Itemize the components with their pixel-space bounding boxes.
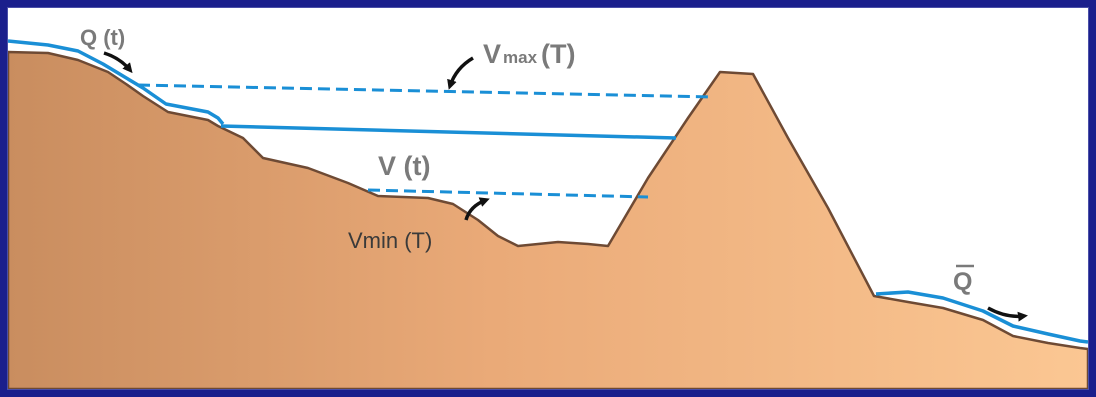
outflow-arrow [987,306,1028,322]
vmax-level-line [137,83,714,99]
outflow-label: Q [953,268,972,296]
water-surface-line [220,124,677,140]
vmin-arrow [464,197,490,221]
outflow-river [875,290,1088,344]
vmin-level-line [367,188,649,199]
vmax-label-suffix: (T) [541,39,575,69]
outflow-label-group: Q [953,264,974,296]
inflow-river [8,39,225,126]
terrain [8,50,1088,389]
vmin-label: Vmin (T) [348,228,432,253]
inflow-label: Q (t) [80,25,125,50]
inflow-arrow [103,51,133,74]
vmax-arrow [447,56,474,90]
storage-label: V (t) [378,151,430,181]
vmax-label-sub: max [503,48,538,67]
vmax-label-prefix: V [483,39,501,69]
